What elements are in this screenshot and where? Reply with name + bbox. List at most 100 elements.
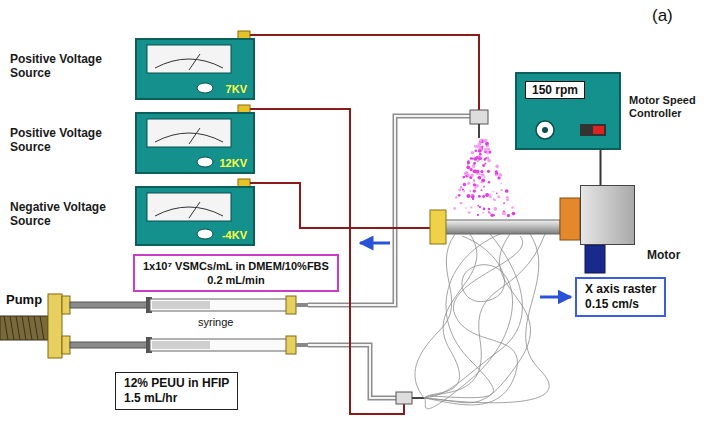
cell-spray (455, 196, 458, 199)
voltage-wire (250, 35, 479, 110)
syringe (70, 302, 150, 308)
voltage-wire (250, 183, 430, 228)
cell-spray (506, 196, 509, 199)
cell-spray (477, 214, 479, 216)
cell-spray (480, 170, 483, 173)
cell-spray (505, 189, 509, 193)
cell-spray (484, 139, 487, 142)
raster-box: X axis raster0.15 cm/s (575, 277, 666, 317)
cell-spray (466, 165, 470, 169)
cell-spray (497, 176, 500, 179)
syringe-pump (62, 336, 70, 354)
spray-nozzle (396, 392, 412, 404)
polymer-fibers (424, 234, 549, 403)
cell-spray (488, 208, 491, 211)
controller-label: Motor Speed Controller (629, 94, 701, 120)
cell-spray (467, 164, 469, 166)
source-label: Positive Voltage Source (10, 126, 125, 154)
cell-spray (479, 156, 481, 158)
meter-face (155, 207, 223, 216)
cell-spray (466, 194, 470, 198)
syringe-label: syringe (198, 316, 233, 328)
cell-spray (502, 211, 506, 215)
cell-spray (482, 212, 484, 214)
cell-spray (467, 160, 470, 163)
cell-spray (458, 189, 461, 192)
syringe (286, 296, 296, 314)
cell-spray (463, 176, 465, 178)
cell-spray (458, 194, 461, 197)
syringe-pump (48, 294, 62, 358)
source-label: Positive Voltage Source (10, 52, 125, 80)
cell-spray (489, 195, 492, 198)
cell-spray (453, 139, 515, 218)
cell-spray (495, 174, 497, 176)
polymer-fibers (424, 234, 522, 398)
mandrel (430, 210, 446, 244)
cell-spray (482, 195, 485, 198)
motor-box: Motor (580, 185, 635, 245)
cell-spray (475, 150, 477, 152)
cell-spray (487, 157, 489, 159)
box-text: 1x10⁷ VSMCs/mL in DMEM/10%FBS (143, 259, 329, 273)
cell-spray (473, 181, 475, 183)
mandrel (430, 198, 605, 273)
cell-spray (484, 158, 487, 161)
cell-spray (478, 176, 481, 179)
voltage-wire (250, 35, 479, 414)
cell-spray (481, 141, 483, 143)
cell-feed-box: 1x10⁷ VSMCs/mL in DMEM/10%FBS0.2 mL/min (133, 254, 339, 292)
cell-spray (485, 193, 489, 197)
meter-face (189, 54, 200, 70)
cell-spray (484, 176, 486, 178)
mandrel (560, 198, 580, 240)
mandrel (445, 220, 560, 234)
syringe-pump (0, 316, 48, 340)
cell-spray (481, 179, 485, 183)
meter-face (189, 202, 200, 218)
spray-nozzle (412, 397, 424, 399)
cell-spray (474, 157, 478, 161)
syringe (150, 339, 288, 351)
motor-label: Motor (647, 248, 680, 262)
spray-nozzle (396, 110, 488, 404)
cell-spray (470, 174, 473, 177)
cell-spray (473, 169, 476, 172)
cell-spray (493, 214, 495, 216)
syringe (296, 343, 308, 347)
syringe (70, 296, 308, 314)
voltage-source: Negative Voltage Source-4KV (135, 186, 255, 246)
cell-spray (467, 182, 470, 185)
cell-spray (483, 186, 485, 188)
polymer-fibers (415, 234, 455, 398)
cell-spray (483, 208, 486, 211)
meter-face (135, 186, 255, 246)
syringe (152, 341, 210, 349)
source-label: Negative Voltage Source (10, 200, 125, 228)
syringe-pump (62, 296, 70, 314)
cell-spray (495, 170, 498, 173)
controller-face (580, 124, 606, 136)
cell-spray (469, 190, 471, 192)
syringe (70, 336, 308, 354)
spray-nozzle (470, 110, 488, 124)
meter-face (155, 133, 223, 142)
cell-spray (478, 148, 480, 150)
cell-spray (478, 195, 481, 198)
meter-face (135, 179, 255, 246)
cell-spray (511, 206, 514, 209)
box-text: 1.5 mL/hr (124, 391, 229, 406)
controller-face (593, 126, 604, 134)
cell-spray (472, 165, 475, 168)
meter-face (197, 229, 213, 239)
voltage-value: -4KV (222, 229, 247, 241)
feed-tubing (308, 345, 396, 398)
cell-spray (462, 176, 464, 178)
cell-spray (481, 139, 484, 142)
meter-face (197, 157, 213, 167)
polymer-fibers (424, 236, 523, 405)
meter-face (135, 105, 255, 174)
syringe (286, 336, 296, 354)
speed-controller: 150 rpmMotor Speed Controller (515, 72, 621, 150)
